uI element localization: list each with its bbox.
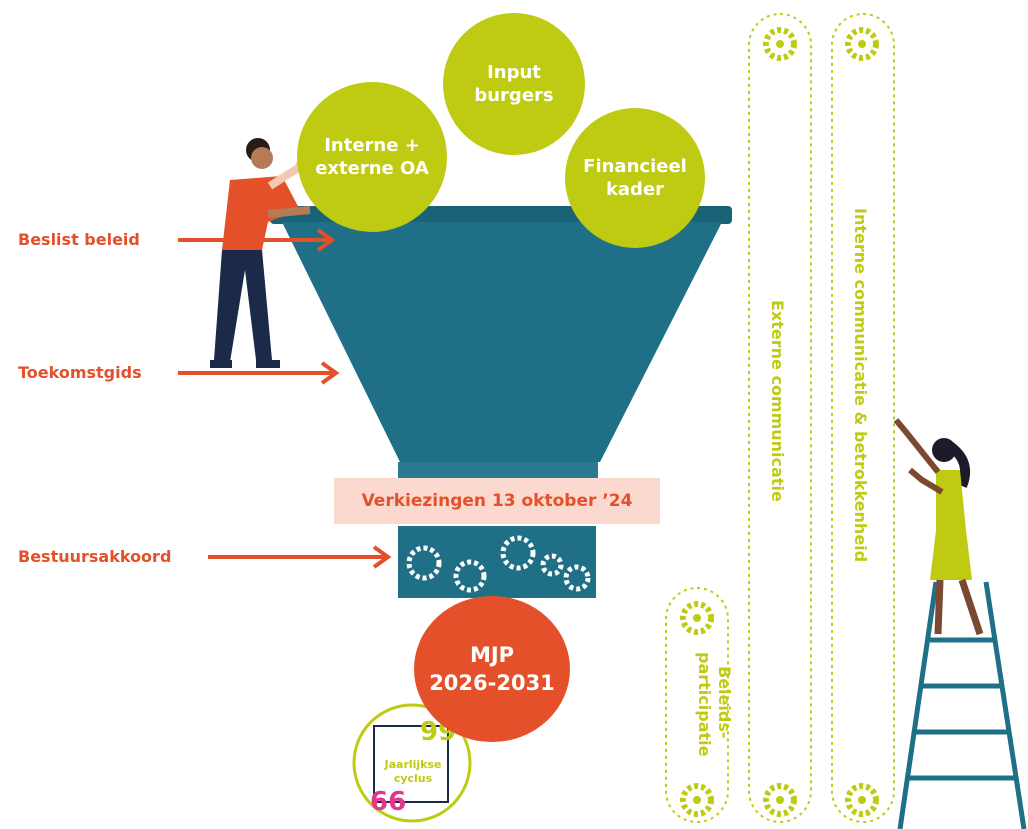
column-intern [831, 13, 895, 823]
funnel-neck [398, 462, 598, 478]
label-interne-communicatie: Interne communicatie & betrokkenheid [851, 208, 870, 563]
cycle-label-2: cyclus [393, 772, 433, 785]
arrow-toekomst [178, 361, 340, 385]
woman-illustration [893, 418, 984, 636]
circle-financieel-kader: Financieel kader [565, 108, 705, 248]
gear-icon [680, 27, 879, 817]
funnel-body [282, 222, 722, 462]
column-beleid [665, 587, 729, 823]
label-beslist-beleid: Beslist beleid [18, 230, 140, 249]
label-participatie: participatie [695, 652, 714, 757]
label-beleids: Beleids- [715, 666, 734, 739]
label-bestuursakkoord: Bestuursakkoord [18, 547, 172, 566]
label-externe-communicatie: Externe communicatie [768, 300, 787, 502]
banner-verkiezingen: Verkiezingen 13 oktober ’24 [334, 478, 660, 524]
circle-mjp: MJP 2026-2031 [414, 596, 570, 742]
circle-interne-externe: Interne + externe OA [297, 82, 447, 232]
gears-icon [406, 535, 591, 593]
column-extern [748, 13, 812, 823]
ladder [897, 581, 1027, 829]
label-toekomstgids: Toekomstgids [18, 363, 142, 382]
cycle-label-1: Jaarlijkse [384, 758, 442, 771]
circle-input-burgers: Input burgers [443, 13, 585, 155]
man-illustration [210, 138, 311, 368]
svg-text:66: 66 [370, 787, 406, 817]
arrow-bestuur [208, 545, 392, 569]
cycle-icon: 99 66 [352, 703, 472, 823]
